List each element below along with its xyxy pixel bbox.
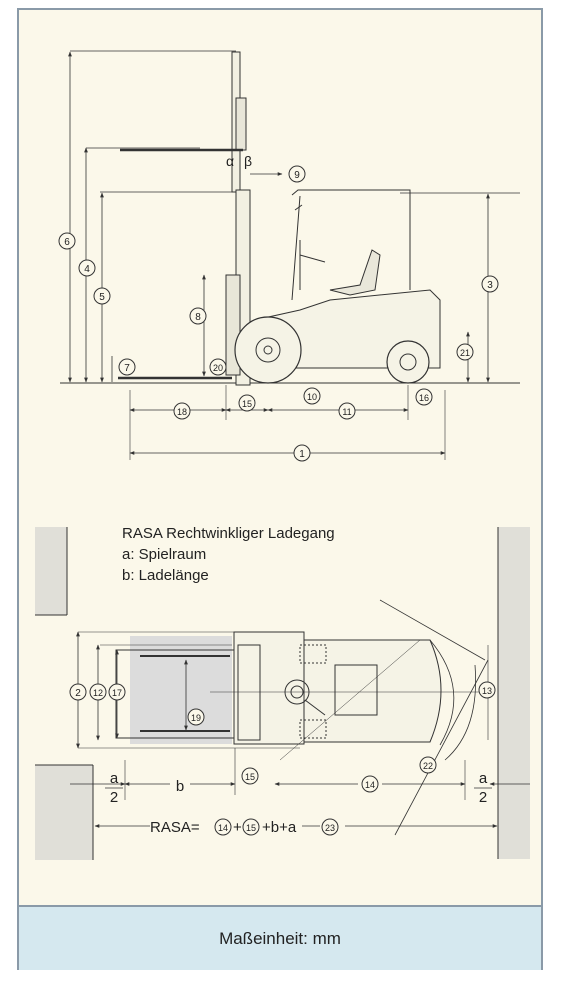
callout-5: 5 (93, 287, 111, 305)
beta-label: β (244, 153, 252, 169)
side-view (60, 50, 520, 460)
svg-text:18: 18 (177, 407, 187, 417)
callout-8: 8 (189, 307, 207, 325)
callout-9: 9 (288, 165, 306, 183)
callout-1: 1 (293, 444, 311, 462)
svg-text:2: 2 (75, 688, 81, 699)
svg-text:22: 22 (423, 761, 433, 771)
svg-text:15: 15 (242, 399, 252, 409)
rasa-prefix: RASA= (150, 819, 200, 836)
callout-6: 6 (58, 232, 76, 250)
svg-text:7: 7 (124, 363, 130, 374)
callout-20: 20 (209, 358, 227, 376)
callout-12: 12 (89, 683, 107, 701)
legend-a: a: Spielraum (122, 546, 207, 563)
callout-7: 7 (118, 358, 136, 376)
svg-text:15: 15 (245, 772, 255, 782)
svg-text:16: 16 (419, 393, 429, 403)
callout-21: 21 (456, 343, 474, 361)
callout-22: 22 (419, 756, 437, 774)
diagram-frame (17, 8, 543, 970)
svg-text:13: 13 (482, 686, 492, 696)
unit-label: Maßeinheit: mm (219, 928, 341, 948)
top-view (35, 527, 530, 860)
half-label-left: 2 (110, 789, 118, 806)
callout-17: 17 (108, 683, 126, 701)
callout-15-top: 15 (241, 767, 259, 785)
svg-text:1: 1 (299, 449, 305, 460)
b-label: b (176, 778, 184, 795)
unit-footer: Maßeinheit: mm (19, 905, 541, 970)
svg-text:5: 5 (99, 292, 105, 303)
legend: RASA Rechtwinkliger Ladegang a: Spielrau… (122, 523, 335, 586)
legend-b: b: Ladelänge (122, 567, 209, 584)
callout-4: 4 (78, 259, 96, 277)
a-label-left: a (110, 770, 119, 787)
svg-text:21: 21 (460, 348, 470, 358)
a-label-right: a (479, 770, 488, 787)
rasa-n14: 14 (218, 823, 228, 833)
callout-2: 2 (69, 683, 87, 701)
rasa-rest: +b+a (262, 819, 297, 836)
side-view-callouts: α β 6 4 5 7 8 9 20 3 21 18 15 10 11 16 1 (58, 153, 499, 462)
callout-18: 18 (173, 402, 191, 420)
callout-19: 19 (187, 708, 205, 726)
legend-title: RASA Rechtwinkliger Ladegang (122, 525, 335, 542)
callout-14-top: 14 (361, 775, 379, 793)
alpha-label: α (226, 153, 234, 169)
svg-text:12: 12 (93, 688, 103, 698)
svg-text:14: 14 (365, 780, 375, 790)
callout-10: 10 (303, 387, 321, 405)
rasa-n23: 23 (325, 823, 335, 833)
callout-16: 16 (415, 388, 433, 406)
svg-text:6: 6 (64, 237, 70, 248)
svg-text:9: 9 (294, 170, 300, 181)
callout-13: 13 (478, 681, 496, 699)
svg-text:8: 8 (195, 312, 201, 323)
svg-text:20: 20 (213, 363, 223, 373)
svg-text:11: 11 (342, 407, 351, 417)
svg-text:17: 17 (112, 688, 122, 698)
callout-3: 3 (481, 275, 499, 293)
callout-11: 11 (338, 402, 356, 420)
rasa-plus: + (233, 819, 242, 836)
callout-15: 15 (238, 394, 256, 412)
svg-text:4: 4 (84, 264, 90, 275)
top-view-callouts: 2 12 17 19 13 14 15 22 a 2 b a 2 RASA= 1… (69, 681, 496, 836)
svg-text:3: 3 (487, 280, 493, 291)
rasa-formula: RASA= 14 + 15 +b+a 23 (150, 818, 339, 836)
svg-text:10: 10 (307, 392, 317, 402)
svg-text:19: 19 (191, 713, 201, 723)
rasa-n15: 15 (246, 823, 256, 833)
half-label-right: 2 (479, 789, 487, 806)
